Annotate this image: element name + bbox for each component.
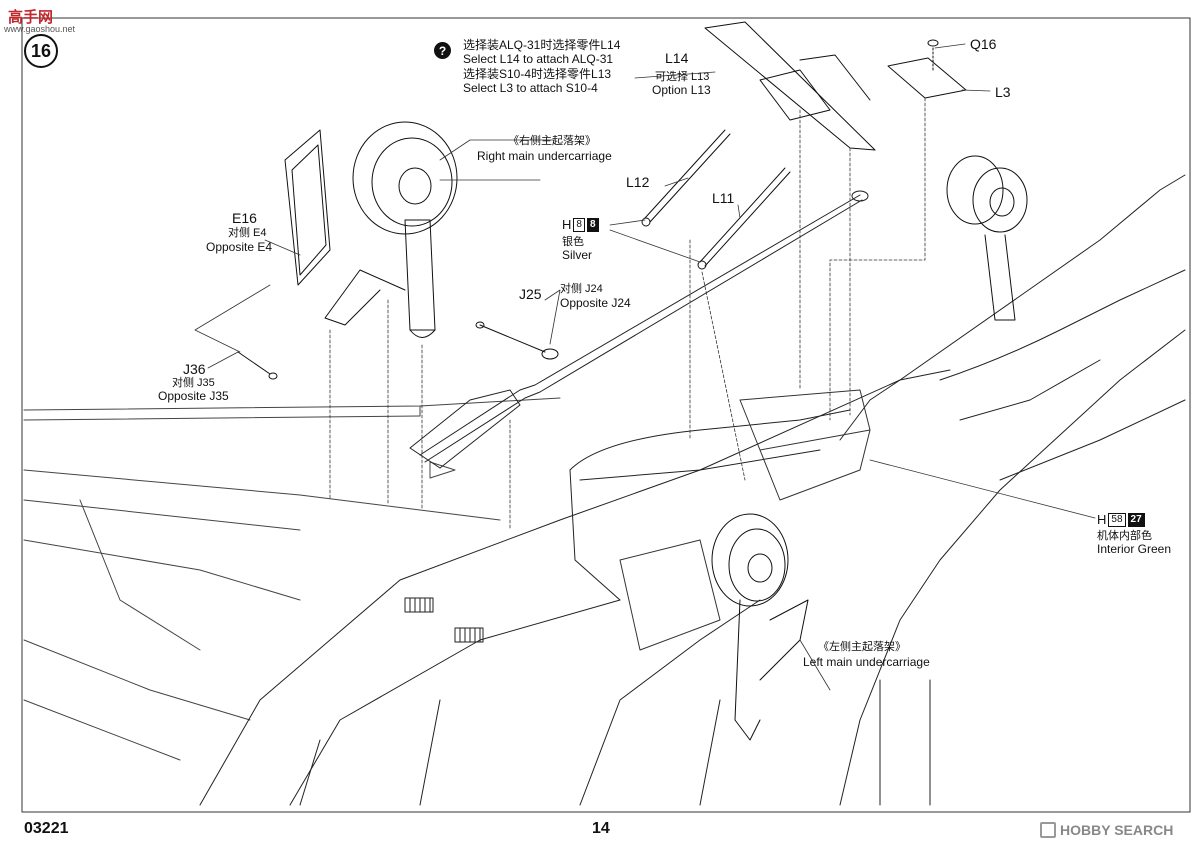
paint-silver-code-a: 8 <box>573 217 585 232</box>
label-j35-en: Opposite J35 <box>158 389 229 403</box>
paint-silver-code: H 8 8 <box>562 217 599 232</box>
wing-left <box>23 397 561 761</box>
label-j25: J25 <box>519 286 542 302</box>
label-l3: L3 <box>995 84 1011 100</box>
part-j25 <box>475 321 559 360</box>
right-undercarriage-en: Right main undercarriage <box>477 149 612 163</box>
paint-interior-green-prefix: H <box>1097 512 1107 527</box>
page-frame <box>21 17 1191 813</box>
notice-line-2: Select L14 to attach ALQ-31 <box>463 52 614 66</box>
page-number: 14 <box>592 820 610 837</box>
paint-silver-en: Silver <box>562 248 593 262</box>
site-url: www.gaoshou.net <box>4 24 76 34</box>
label-l12: L12 <box>626 174 650 190</box>
paint-interior-green-code-b: 27 <box>1127 512 1145 527</box>
pitot-probe <box>409 190 869 469</box>
grilles <box>404 597 484 643</box>
step-badge: 16 <box>24 34 58 68</box>
label-l11: L11 <box>712 190 735 206</box>
paint-interior-green-cn: 机体内部色 <box>1097 530 1152 542</box>
notice-line-1: 选择装ALQ-31时选择零件L14 <box>463 38 621 52</box>
watermark: HOBBY SEARCH <box>1040 822 1173 838</box>
left-undercarriage-en: Left main undercarriage <box>803 655 930 669</box>
label-q16: Q16 <box>970 36 997 52</box>
label-j36: J36 <box>183 361 206 377</box>
watermark-text: HOBBY SEARCH <box>1060 822 1174 838</box>
paint-silver-cn: 银色 <box>562 236 584 248</box>
fuselage <box>199 174 1186 806</box>
label-j24-en: Opposite J24 <box>560 296 631 310</box>
paint-interior-green-code: H 58 27 <box>1097 512 1145 527</box>
part-l14 <box>704 21 876 151</box>
notice-line-3: 选择装S10-4时选择零件L13 <box>463 67 612 81</box>
label-j35-cn: 对侧 J35 <box>172 377 215 389</box>
paint-interior-green-en: Interior Green <box>1097 542 1172 556</box>
kit-number: 03221 <box>24 820 69 837</box>
label-l13-cn: 可选择 L13 <box>655 71 710 83</box>
paint-silver-prefix: H <box>562 217 572 232</box>
part-l3 <box>887 39 967 99</box>
right-undercarriage <box>324 121 458 338</box>
part-j36 <box>237 351 278 380</box>
label-j24-cn: 对侧 J24 <box>560 283 603 295</box>
left-undercarriage <box>711 513 809 741</box>
label-l13-en: Option L13 <box>652 83 711 97</box>
paint-interior-green-code-a: 58 <box>1108 512 1126 527</box>
part-l11 <box>697 167 791 270</box>
leader-lines <box>194 43 1096 691</box>
step-number: 16 <box>30 40 52 61</box>
label-l14: L14 <box>665 50 689 66</box>
right-undercarriage-cn: 《右侧主起落架》 <box>508 135 596 147</box>
part-l12 <box>641 129 731 227</box>
label-e4-en: Opposite E4 <box>206 240 273 254</box>
nose-wheel-right <box>946 155 1028 321</box>
door-e16 <box>284 129 331 286</box>
wheel-bay <box>619 389 871 651</box>
site-logo: 高手网 <box>8 9 54 26</box>
watermark-logo-icon <box>1040 822 1056 838</box>
label-e16: E16 <box>232 210 257 226</box>
notice-line-4: Select L3 to attach S10-4 <box>463 81 598 95</box>
label-e4-cn: 对侧 E4 <box>228 227 267 239</box>
left-undercarriage-cn: 《左侧主起落架》 <box>818 641 906 653</box>
notice-icon: ? <box>434 42 451 59</box>
paint-silver-code-b: 8 <box>586 217 599 232</box>
